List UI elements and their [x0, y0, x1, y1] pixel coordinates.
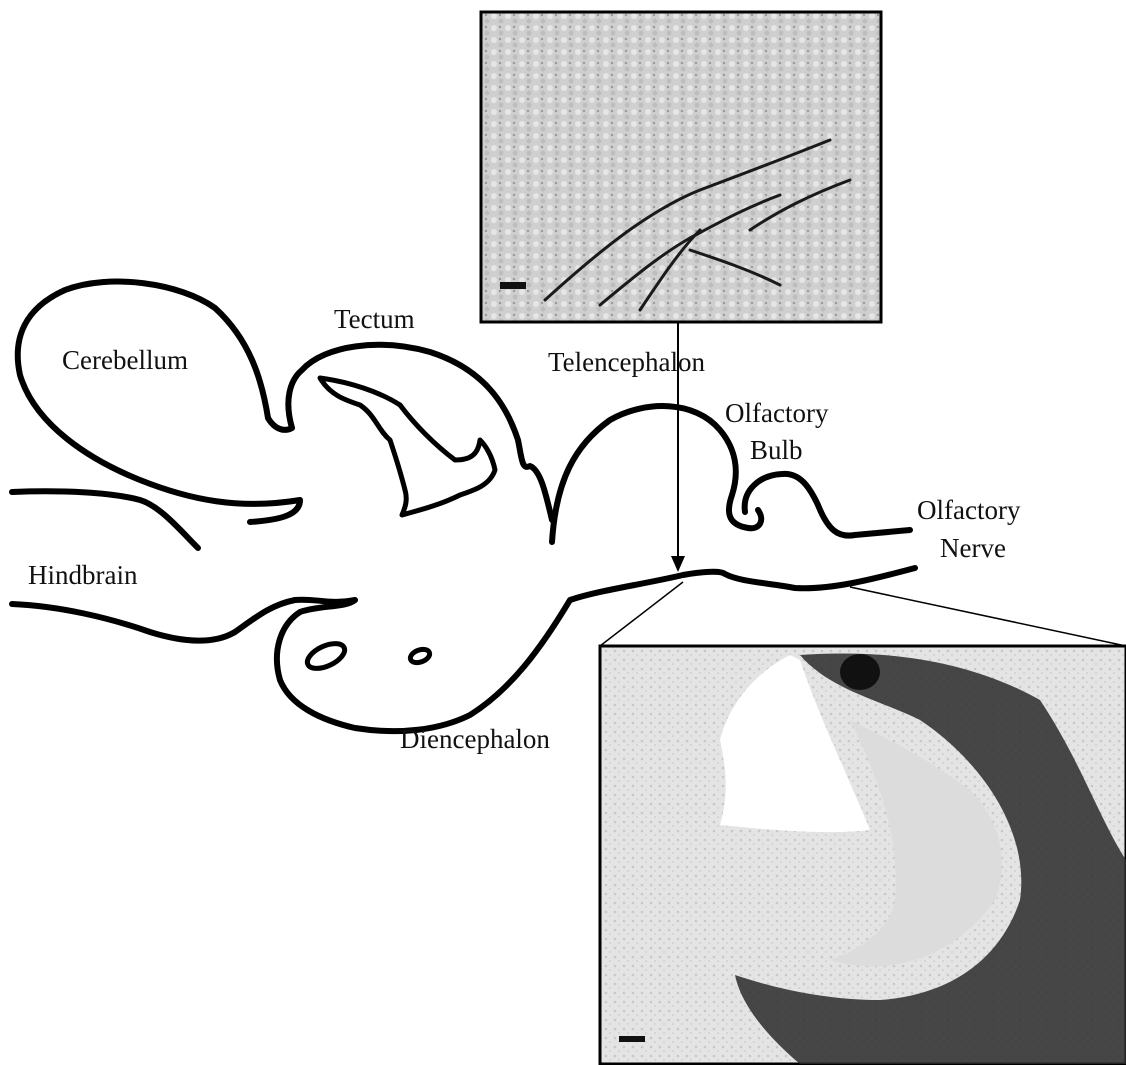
label-telencephalon: Telencephalon	[548, 347, 706, 377]
label-olfactory-bulb-2: Bulb	[750, 435, 803, 465]
scale-bar-bottom	[619, 1036, 645, 1042]
label-tectum: Tectum	[334, 304, 415, 334]
diencephalon-cavity-1	[304, 638, 349, 673]
hindbrain-upper	[12, 491, 198, 548]
diencephalon-cavity-2	[409, 647, 432, 665]
label-olfactory-bulb-1: Olfactory	[725, 398, 829, 428]
tectum-outline	[268, 345, 552, 520]
cerebellum-outline	[18, 282, 300, 522]
label-hindbrain: Hindbrain	[28, 560, 138, 590]
label-diencephalon: Diencephalon	[400, 724, 550, 754]
label-cerebellum: Cerebellum	[62, 345, 188, 375]
label-olfactory-nerve-2: Nerve	[940, 533, 1006, 563]
tectum-ventricle	[320, 378, 495, 515]
scale-bar-top	[500, 282, 526, 289]
label-olfactory-nerve-1: Olfactory	[917, 495, 1021, 525]
olfactory-bulb-outline	[745, 474, 910, 536]
inset-connector-lines	[600, 582, 1126, 646]
top-micrograph	[481, 12, 881, 322]
bottom-micrograph	[600, 646, 1126, 1064]
